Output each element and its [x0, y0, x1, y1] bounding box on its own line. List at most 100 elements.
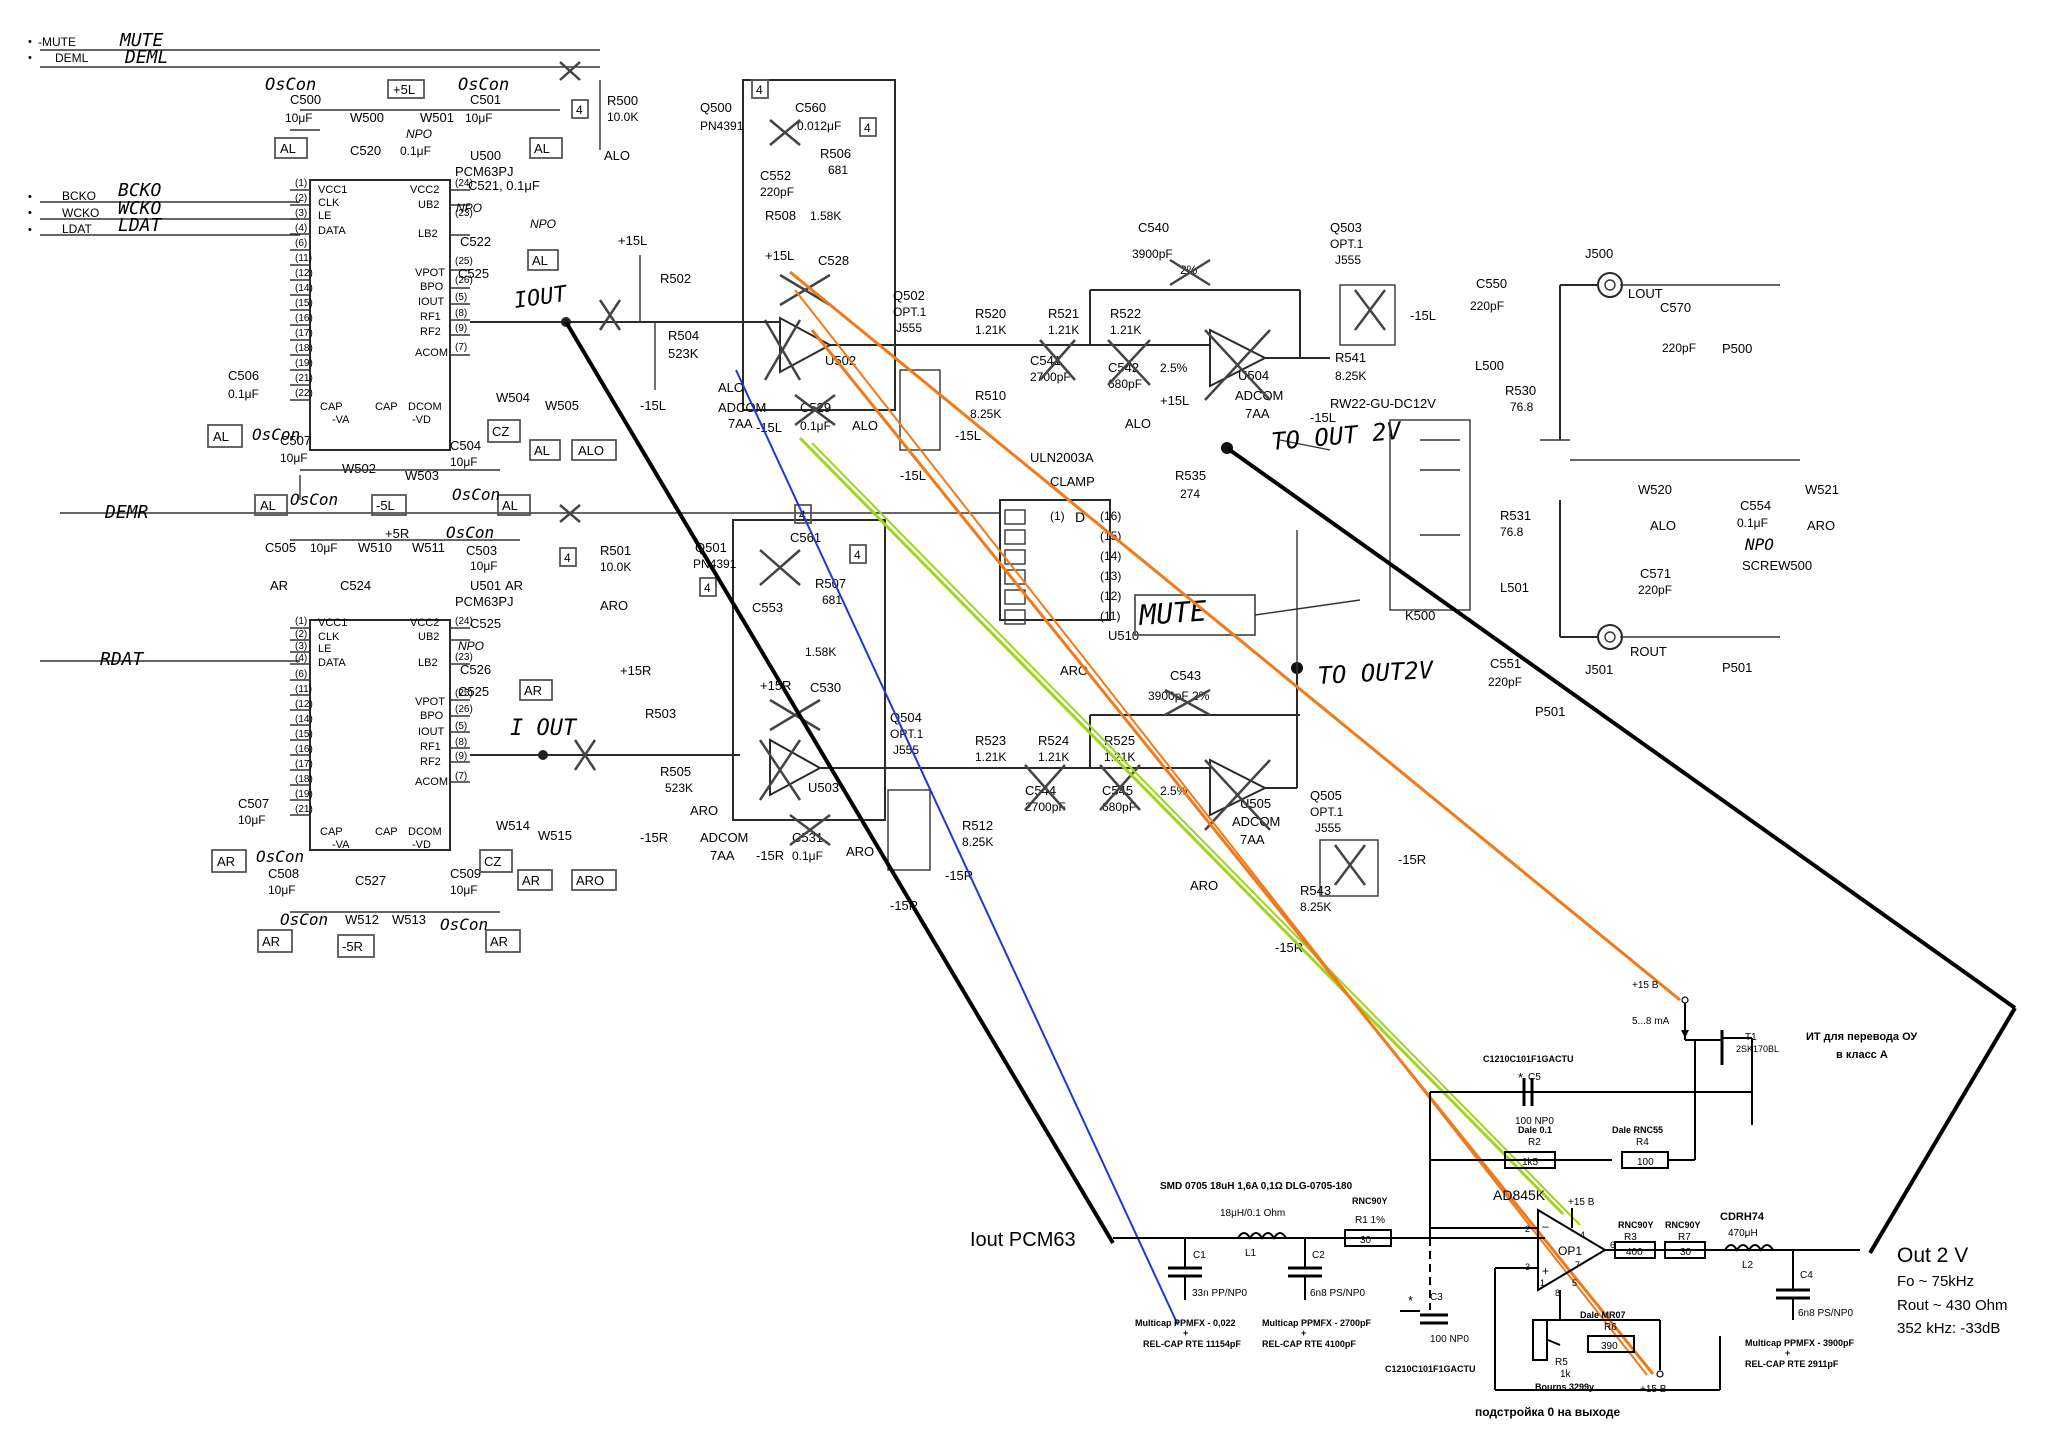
svg-text:W500: W500: [350, 110, 384, 125]
svg-text:ARO: ARO: [576, 873, 604, 888]
svg-text:WCKO: WCKO: [62, 206, 99, 220]
svg-text:(16): (16): [295, 313, 313, 324]
svg-text:AR: AR: [490, 934, 508, 949]
svg-text:IOUT: IOUT: [512, 282, 570, 314]
svg-text:(12): (12): [1100, 589, 1121, 603]
orange-link-1: [789, 270, 1681, 1002]
svg-text:6n8 PS/NP0: 6n8 PS/NP0: [1310, 1288, 1365, 1299]
svg-text:C525: C525: [470, 616, 501, 631]
svg-text:+15 В: +15 В: [1632, 980, 1659, 991]
orange-link-2: [810, 329, 1655, 1375]
svg-text:C1210C101F1GACTU: C1210C101F1GACTU: [1483, 1054, 1574, 1064]
svg-text:OsCon: OsCon: [452, 485, 500, 504]
svg-text:P500: P500: [1722, 341, 1752, 356]
svg-text:+15L: +15L: [618, 233, 647, 248]
svg-text:C5: C5: [1528, 1072, 1541, 1083]
svg-text:10μF: 10μF: [450, 455, 478, 469]
svg-text:ALO: ALO: [1650, 518, 1676, 533]
svg-text:(5): (5): [455, 721, 467, 732]
svg-text:OsCon: OsCon: [280, 910, 328, 929]
svg-text:ROUT: ROUT: [1630, 644, 1667, 659]
svg-text:LOUT: LOUT: [1628, 286, 1663, 301]
svg-text:P501: P501: [1722, 660, 1752, 675]
svg-text:RF2: RF2: [420, 326, 441, 338]
svg-text:W520: W520: [1638, 482, 1672, 497]
svg-text:C571: C571: [1640, 566, 1671, 581]
svg-text:R522: R522: [1110, 306, 1141, 321]
svg-text:Dale MR07: Dale MR07: [1580, 1310, 1626, 1320]
svg-text:-15R: -15R: [640, 830, 668, 845]
svg-text:(16): (16): [1100, 509, 1121, 523]
svg-text:4: 4: [576, 103, 583, 117]
svg-text:10μF: 10μF: [470, 559, 498, 573]
svg-text:76.8: 76.8: [1500, 525, 1524, 539]
svg-text:1k5: 1k5: [1522, 1157, 1539, 1168]
svg-text:C530: C530: [810, 680, 841, 695]
svg-text:-15R: -15R: [1398, 852, 1426, 867]
svg-text:ARO: ARO: [1807, 518, 1835, 533]
svg-text:MUTE: MUTE: [119, 30, 164, 51]
svg-text:680pF: 680pF: [1108, 377, 1142, 391]
svg-text:(1): (1): [295, 616, 307, 627]
svg-text:ADCOM: ADCOM: [700, 830, 748, 845]
svg-text:R510: R510: [975, 388, 1006, 403]
svg-text:(4): (4): [295, 223, 307, 234]
svg-text:390: 390: [1601, 1341, 1618, 1352]
svg-text:NPO: NPO: [458, 639, 484, 653]
svg-text:10μF: 10μF: [450, 883, 478, 897]
svg-text:W502: W502: [342, 461, 376, 476]
svg-text:I OUT: I OUT: [510, 716, 578, 741]
svg-text:10μF: 10μF: [268, 883, 296, 897]
svg-text:R506: R506: [820, 146, 851, 161]
u501-surroundings: C505 10μF W510 +5R W511 OsCon C503 10μF …: [211, 523, 617, 958]
svg-text:U501: U501: [470, 578, 501, 593]
svg-text:(1): (1): [295, 178, 307, 189]
svg-text:10μF: 10μF: [238, 813, 266, 827]
svg-text:UB2: UB2: [418, 631, 439, 643]
svg-text:SCREW500: SCREW500: [1742, 558, 1812, 573]
svg-text:5...8 mA: 5...8 mA: [1632, 1016, 1670, 1027]
svg-text:AR: AR: [522, 873, 540, 888]
svg-text:RF1: RF1: [420, 311, 441, 323]
svg-text:•: •: [28, 36, 32, 48]
svg-text:0.1μF: 0.1μF: [228, 387, 259, 401]
svg-text:BPO: BPO: [420, 281, 444, 293]
svg-text:100 NP0: 100 NP0: [1515, 1116, 1554, 1127]
svg-text:(8): (8): [455, 308, 467, 319]
svg-text:LE: LE: [318, 210, 331, 222]
svg-text:R504: R504: [668, 328, 699, 343]
svg-text:NPO: NPO: [406, 127, 432, 141]
svg-text:(11): (11): [295, 253, 312, 264]
svg-text:ALO: ALO: [852, 418, 878, 433]
svg-text:(12): (12): [295, 699, 313, 710]
svg-text:(5): (5): [455, 292, 467, 303]
svg-text:W514: W514: [496, 818, 530, 833]
svg-text:Q503: Q503: [1330, 220, 1362, 235]
svg-text:(6): (6): [295, 238, 307, 249]
svg-text:DATA: DATA: [318, 657, 346, 669]
svg-text:LB2: LB2: [418, 228, 438, 240]
svg-text:R530: R530: [1505, 383, 1536, 398]
svg-text:100: 100: [1637, 1157, 1654, 1168]
svg-text:(19): (19): [295, 358, 313, 369]
relay-and-outputs: RW22-GU-DC12V K500 C550 220pF J500 LOUT …: [1330, 246, 1839, 719]
svg-text:R512: R512: [962, 818, 993, 833]
svg-text:W515: W515: [538, 828, 572, 843]
svg-text:10.0K: 10.0K: [607, 110, 638, 124]
svg-text:5: 5: [1572, 1278, 1577, 1288]
svg-text:R501: R501: [600, 543, 631, 558]
svg-text:ARO: ARO: [1190, 878, 1218, 893]
svg-text:W511: W511: [412, 540, 445, 555]
u500-pcm63: U500 PCM63PJ VCC1 CLK LE DATA VCC2 UB2 L…: [290, 148, 514, 451]
svg-text:R6: R6: [1604, 1322, 1617, 1333]
svg-text:C527: C527: [355, 873, 386, 888]
svg-text:+15 В: +15 В: [1568, 1197, 1595, 1208]
svg-text:0.1μF: 0.1μF: [800, 419, 831, 433]
svg-text:W510: W510: [358, 540, 392, 555]
svg-text:(24): (24): [455, 178, 473, 189]
svg-text:DEML: DEML: [55, 51, 89, 65]
svg-text:RW22-GU-DC12V: RW22-GU-DC12V: [1330, 396, 1436, 411]
svg-text:OPT.1: OPT.1: [893, 305, 927, 319]
svg-text:(23): (23): [455, 652, 473, 663]
svg-text:AL: AL: [502, 498, 518, 513]
